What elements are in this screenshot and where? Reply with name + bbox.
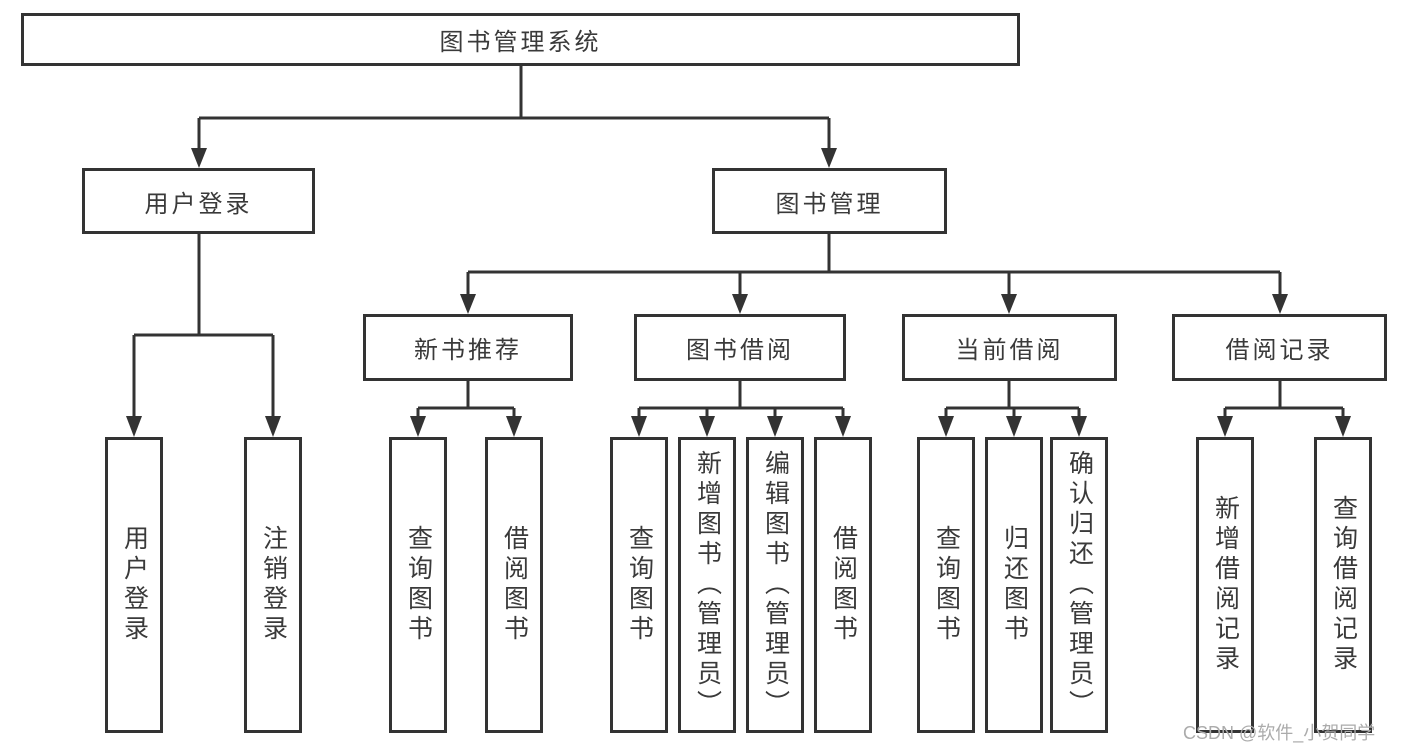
node-new-book-recommend-label: 新书推荐 (414, 337, 522, 364)
leaf-add-borrow-record-label: 新增借阅记录 (1211, 495, 1240, 675)
watermark: CSDN @软件_小贺同学 (1183, 723, 1376, 743)
leaf-query-borrow-record: 查询借阅记录 (1314, 437, 1372, 733)
node-user-login: 用户登录 (82, 168, 315, 234)
leaf-query-book-2: 查询图书 (610, 437, 668, 733)
leaf-query-borrow-record-label: 查询借阅记录 (1329, 495, 1358, 675)
leaf-return-book: 归还图书 (985, 437, 1043, 733)
leaf-edit-book-admin-label: 编辑图书（管理员） (761, 450, 790, 720)
node-root-label: 图书管理系统 (439, 29, 602, 56)
leaf-edit-book-admin: 编辑图书（管理员） (746, 437, 804, 733)
leaf-query-book-2-label: 查询图书 (625, 525, 654, 645)
leaf-query-book-1: 查询图书 (389, 437, 447, 733)
leaf-user-login: 用户登录 (105, 437, 163, 733)
leaf-query-book-1-label: 查询图书 (404, 525, 433, 645)
node-book-borrow: 图书借阅 (634, 314, 846, 381)
leaf-borrow-book-2: 借阅图书 (814, 437, 872, 733)
leaf-logout-login: 注销登录 (244, 437, 302, 733)
node-borrow-records: 借阅记录 (1172, 314, 1387, 381)
leaf-user-login-label: 用户登录 (120, 525, 149, 645)
leaf-borrow-book-1: 借阅图书 (485, 437, 543, 733)
node-borrow-records-label: 借阅记录 (1225, 337, 1334, 364)
leaf-add-borrow-record: 新增借阅记录 (1196, 437, 1254, 733)
leaf-confirm-return-admin-label: 确认归还（管理员） (1065, 450, 1094, 720)
leaf-add-book-admin-label: 新增图书（管理员） (693, 450, 722, 720)
node-current-borrow: 当前借阅 (902, 314, 1117, 381)
leaf-query-book-3-label: 查询图书 (932, 525, 961, 645)
node-book-management: 图书管理 (712, 168, 947, 234)
leaf-add-book-admin: 新增图书（管理员） (678, 437, 736, 733)
node-book-borrow-label: 图书借阅 (686, 337, 794, 364)
leaf-borrow-book-1-label: 借阅图书 (500, 525, 529, 645)
node-book-management-label: 图书管理 (775, 190, 884, 218)
leaf-borrow-book-2-label: 借阅图书 (829, 525, 858, 645)
leaf-confirm-return-admin: 确认归还（管理员） (1050, 437, 1108, 733)
leaf-return-book-label: 归还图书 (1000, 525, 1029, 645)
leaf-logout-login-label: 注销登录 (259, 525, 288, 645)
node-user-login-label: 用户登录 (144, 190, 253, 218)
node-current-borrow-label: 当前借阅 (955, 337, 1064, 364)
node-new-book-recommend: 新书推荐 (363, 314, 573, 381)
leaf-query-book-3: 查询图书 (917, 437, 975, 733)
arrowheads (126, 148, 1351, 437)
node-root: 图书管理系统 (21, 13, 1020, 66)
